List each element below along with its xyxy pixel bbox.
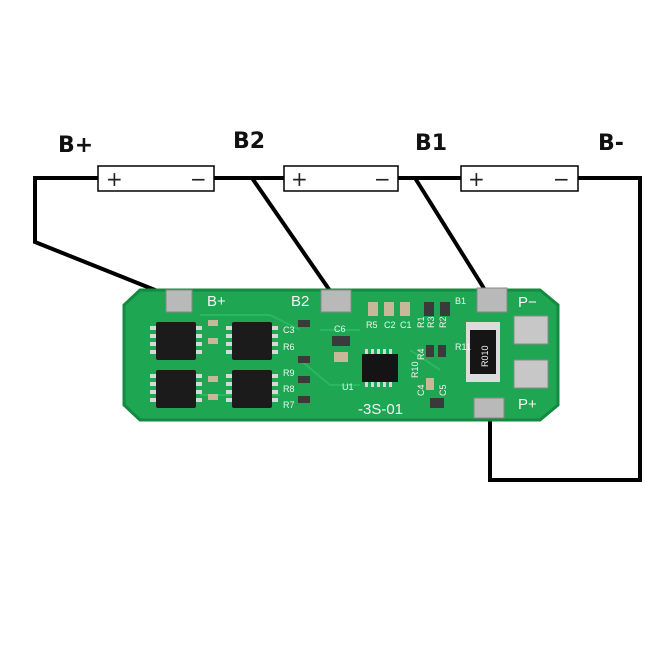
silk-r5: R5 xyxy=(366,320,378,330)
resistor-code: R010 xyxy=(480,345,490,367)
silk-model: -3S-01 xyxy=(358,401,403,418)
silk-r4: R4 xyxy=(416,348,426,360)
cell-1: + − xyxy=(97,165,215,192)
mosfet-chip xyxy=(150,322,202,360)
silk-b1: B1 xyxy=(455,296,466,306)
mosfet-chip xyxy=(226,370,278,408)
bms-board: R010 B+ B2 B1 P− P+ -3S-01 C6 U1 C3 R6 R… xyxy=(122,287,560,422)
silk-r10: R10 xyxy=(410,361,420,378)
silk-b2: B2 xyxy=(291,293,309,310)
label-b-plus: B+ xyxy=(58,133,93,158)
silk-r9: R9 xyxy=(283,368,295,378)
silk-r11: R11 xyxy=(455,342,471,352)
cell-1-plus-sign: + xyxy=(106,167,123,191)
mosfet-chip xyxy=(226,322,278,360)
silk-c6: C6 xyxy=(334,324,346,334)
silk-c2: C2 xyxy=(384,320,396,330)
pad-bplus xyxy=(165,289,193,313)
label-b-minus: B- xyxy=(598,131,624,156)
silk-c4: C4 xyxy=(416,384,426,396)
silk-pplus: P+ xyxy=(518,396,537,413)
protection-ic xyxy=(362,349,398,387)
silk-r3: R3 xyxy=(426,316,436,328)
cell-2: + − xyxy=(283,165,399,192)
silk-r1: R1 xyxy=(416,316,426,328)
cell-2-plus-sign: + xyxy=(291,167,308,191)
pad-pminus xyxy=(513,315,549,345)
silk-r2: R2 xyxy=(438,316,448,328)
pad-b1 xyxy=(476,287,508,313)
pad-b2 xyxy=(320,289,352,313)
pad-pplus xyxy=(513,359,549,389)
wire-bminus xyxy=(488,176,642,482)
shunt-resistor: R010 xyxy=(466,322,500,382)
wire-bplus xyxy=(33,176,181,302)
smd-components xyxy=(208,302,450,408)
silk-bplus: B+ xyxy=(207,293,226,310)
label-b1: B1 xyxy=(415,131,447,156)
silk-pminus: P− xyxy=(518,294,537,311)
mosfet-chip xyxy=(150,370,202,408)
cell-3-minus-sign: − xyxy=(553,167,570,191)
label-b2: B2 xyxy=(233,129,265,154)
wiring xyxy=(33,176,642,482)
silk-c5: C5 xyxy=(438,384,448,396)
cell-2-minus-sign: − xyxy=(374,167,391,191)
silk-c1: C1 xyxy=(400,320,412,330)
silk-u1: U1 xyxy=(342,382,354,392)
pad-bottom xyxy=(473,397,505,419)
wire-b1 xyxy=(413,176,492,300)
cell-1-minus-sign: − xyxy=(190,167,207,191)
silk-r7: R7 xyxy=(283,400,295,410)
silk-r6: R6 xyxy=(283,342,295,352)
wire-b2 xyxy=(250,176,337,300)
silk-c3: C3 xyxy=(283,325,295,335)
silk-r8: R8 xyxy=(283,384,295,394)
cell-3-plus-sign: + xyxy=(468,167,485,191)
cell-3: + − xyxy=(460,165,579,192)
